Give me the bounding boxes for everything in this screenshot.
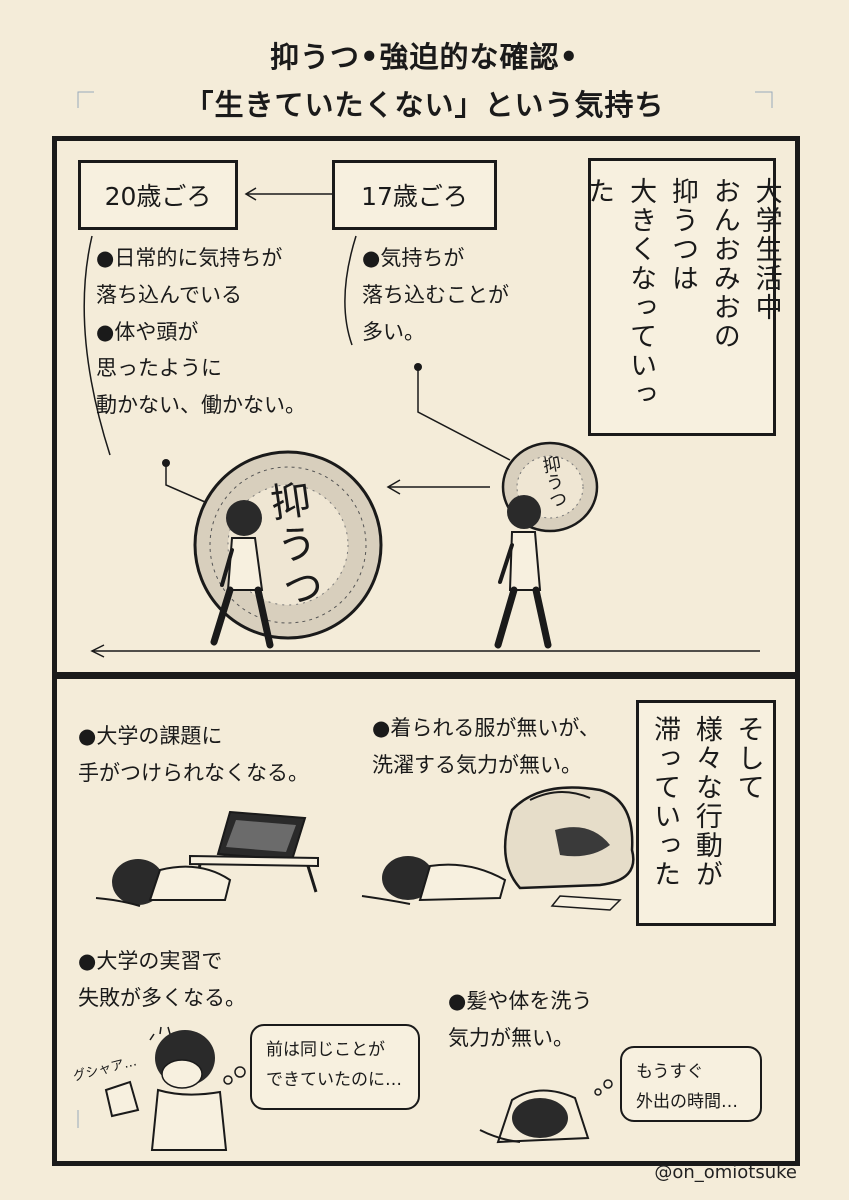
note-assignments: ●大学の課題に 手がつけられなくなる。 <box>78 724 309 785</box>
note-washing: ●髪や体を洗う 気力が無い。 <box>448 989 593 1050</box>
speech-bubble-before: 前は同じことが できていたのに… <box>250 1024 420 1110</box>
label-box-age-17: 17歳ごろ <box>332 160 497 230</box>
narration-top-text: 大学生活中 おんおみおの 抑うつは 大きくなっていった <box>583 177 782 409</box>
label-age-20: 20歳ごろ <box>104 182 212 211</box>
notes-age-17: ●気持ちが 落ち込むことが 多い。 <box>362 246 509 344</box>
author-credit: @on_omiotsuke <box>654 1162 797 1183</box>
note-laundry: ●着られる服が無いが、 洗濯する気力が無い。 <box>372 716 600 777</box>
title-line-1: 抑うつ•強迫的な確認• <box>269 40 580 74</box>
narration-box-top: 大学生活中 おんおみおの 抑うつは 大きくなっていった <box>583 158 782 436</box>
label-box-age-20: 20歳ごろ <box>78 160 238 230</box>
narration-bottom-text: そして 様々な行動が 滞っていった <box>649 715 764 889</box>
title-line-2: 「生きていたくない」という気持ち <box>184 88 665 122</box>
notes-age-20: ●日常的に気持ちが 落ち込んでいる ●体や頭が 思ったように 動かない、働かない… <box>96 246 306 417</box>
narration-box-bottom: そして 様々な行動が 滞っていった <box>636 700 776 926</box>
panel-bottom <box>52 674 800 1166</box>
note-practice: ●大学の実習で 失敗が多くなる。 <box>78 949 246 1010</box>
label-age-17: 17歳ごろ <box>361 182 468 211</box>
speech-bubble-time: もうすぐ 外出の時間… <box>620 1046 762 1122</box>
